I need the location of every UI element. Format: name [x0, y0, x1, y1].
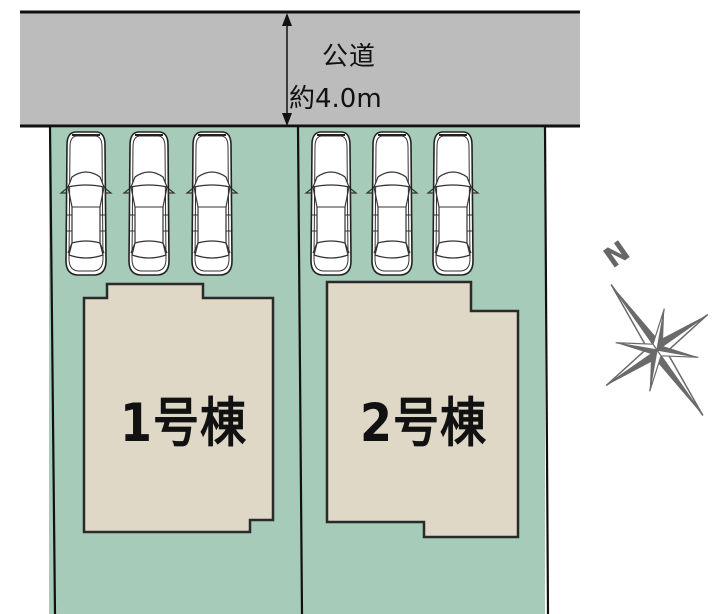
parking-space-car-icon [123, 131, 175, 276]
building-1-label: 1号棟 [120, 391, 248, 454]
public-road [20, 11, 580, 127]
building-2-footprint [325, 280, 520, 539]
building-1-footprint [82, 282, 275, 534]
parking-space-car-icon [186, 131, 238, 276]
road-width-label: 約4.0m [289, 84, 382, 114]
parking-space-car-icon [427, 131, 479, 276]
parking-space-car-icon [305, 131, 357, 276]
parking-space-car-icon [366, 131, 418, 276]
building-2-label: 2号棟 [360, 391, 488, 454]
parking-space-car-icon [60, 131, 112, 276]
road-name-label: 公道 [322, 42, 377, 72]
road-width-dimension-arrow [282, 13, 292, 126]
compass-rose-icon [605, 284, 709, 416]
